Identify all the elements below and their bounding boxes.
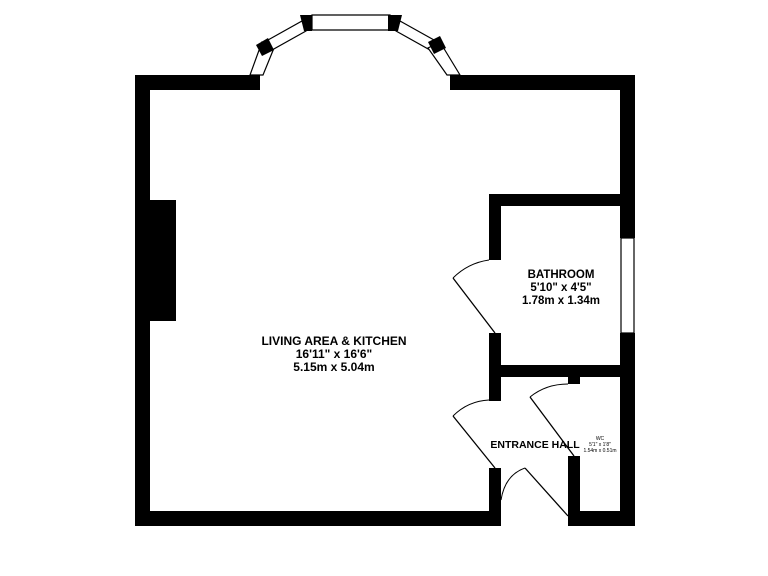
bathroom-wall-top — [489, 194, 635, 206]
outer-walls — [135, 75, 635, 526]
wc-metric: 1.54m x 0.51m — [583, 448, 616, 454]
living-room-metric: 5.15m x 5.04m — [293, 360, 374, 374]
bathroom-name: BATHROOM — [528, 269, 595, 281]
bathroom-walls — [489, 194, 635, 401]
wc-label: WC 5'1" x 1'8" 1.54m x 0.51m — [583, 436, 616, 454]
bay-glass-right-mid — [395, 20, 435, 51]
door-living-bathroom — [452, 259, 496, 334]
living-room-name: LIVING AREA & KITCHEN — [261, 334, 406, 348]
wall-right-upper — [620, 75, 635, 238]
hall-wall-left-lower — [489, 468, 501, 526]
wc-imperial: 5'1" x 1'8" — [589, 442, 611, 448]
bathroom-wall-left-upper — [489, 194, 501, 260]
bay-glass-center — [311, 14, 391, 31]
bay-post-4 — [428, 36, 446, 54]
bathroom-window — [620, 237, 635, 334]
wall-top-left — [135, 75, 260, 90]
bathroom-wall-bottom — [489, 365, 635, 377]
living-room-label: LIVING AREA & KITCHEN 16'11" x 16'6" 5.1… — [261, 334, 406, 374]
bay-glass-left-mid — [267, 20, 307, 51]
bay-post-1 — [256, 38, 274, 56]
bay-post-2 — [300, 15, 312, 31]
wall-bottom-left — [135, 511, 501, 526]
wall-top-right — [450, 75, 635, 90]
living-room-imperial: 16'11" x 16'6" — [296, 347, 372, 361]
bathroom-imperial: 5'10" x 4'5" — [530, 282, 591, 294]
bay-post-3 — [388, 15, 402, 31]
bathroom-metric: 1.78m x 1.34m — [522, 295, 600, 307]
door-entrance — [500, 467, 569, 517]
hall-name: ENTRANCE HALL — [490, 439, 580, 451]
chimney-breast — [150, 200, 176, 321]
bay-window — [249, 14, 462, 76]
hall-label: ENTRANCE HALL — [490, 439, 580, 451]
wc-name: WC — [596, 436, 605, 442]
wall-bottom-right — [568, 511, 635, 526]
wc-wall-top-stub — [568, 377, 580, 384]
door-living-hall — [452, 399, 496, 469]
hall-walls — [489, 377, 580, 526]
door-hall-wc — [529, 383, 575, 457]
wall-left — [135, 75, 150, 526]
wc-wall-left — [568, 456, 580, 526]
wall-right-lower — [620, 333, 635, 526]
bathroom-label: BATHROOM 5'10" x 4'5" 1.78m x 1.34m — [522, 269, 600, 307]
